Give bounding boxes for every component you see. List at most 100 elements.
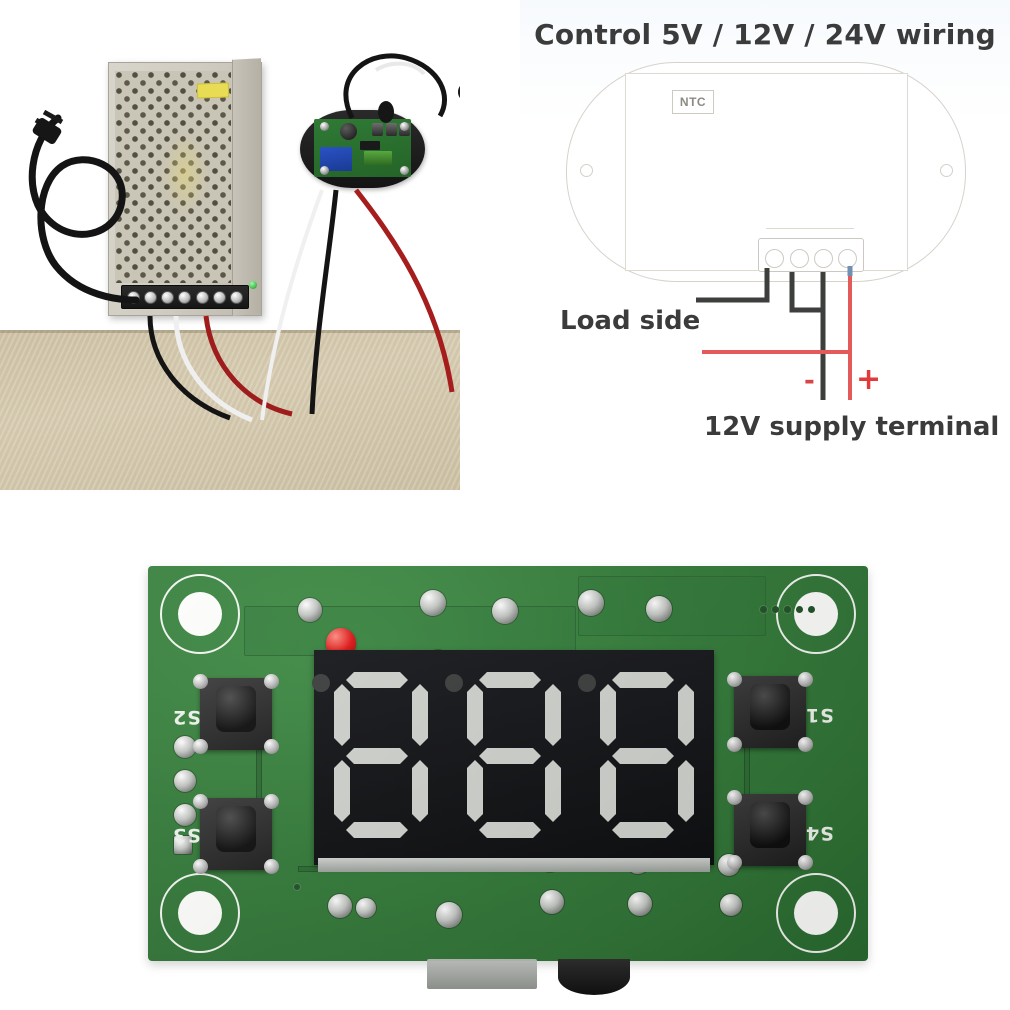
button-s4[interactable] (727, 790, 813, 870)
button-label-s3: S3 (172, 824, 201, 846)
wiring-lines (696, 266, 853, 400)
via (772, 606, 779, 613)
positive-sign-label: + (856, 362, 882, 397)
segment-d (612, 822, 674, 838)
capacitor (386, 123, 397, 136)
switch-leg (727, 737, 742, 752)
terminal-hole-1 (765, 249, 784, 268)
power-supply-highlight (162, 133, 209, 214)
trace-bottom (298, 866, 598, 872)
decimal-point (445, 674, 463, 692)
ntc-connector-box: NTC (672, 90, 714, 114)
mounting-hole-bottom-left (160, 873, 240, 953)
seven-segment-display (312, 650, 714, 865)
solder-pad (298, 598, 322, 622)
switch-leg (193, 794, 208, 809)
switch-leg (193, 739, 208, 754)
via (760, 606, 767, 613)
digit-1 (312, 664, 436, 844)
buzzer (340, 123, 357, 140)
switch-leg (193, 859, 208, 874)
segment-f (467, 684, 483, 746)
segment-a (479, 672, 541, 688)
mounting-hole-left (580, 164, 593, 177)
terminal-block-diagram (758, 228, 864, 272)
power-supply-terminal-block (121, 285, 249, 309)
terminal-screw (195, 290, 209, 304)
mounting-hole-bottom-right (776, 873, 856, 953)
wiring-diagram-panel: Control 5V / 12V / 24V wiring NTC (520, 0, 1010, 490)
switch-leg (798, 672, 813, 687)
button-label-s2: S2 (172, 706, 201, 728)
segment-f (334, 684, 350, 746)
bottom-round-component (558, 959, 630, 995)
solder-pad-bottom (436, 902, 462, 928)
solder-pad-left (174, 736, 196, 758)
segment-g (346, 748, 408, 764)
solder-pad-bottom (328, 894, 352, 918)
solder-pad-bottom (718, 854, 740, 876)
pcb-photo-panel: S2 S3 S1 S4 (0, 492, 1010, 1010)
display-digits (312, 664, 702, 844)
copper-pour-top (244, 606, 576, 656)
supply-terminal-label: 12V supply terminal (704, 412, 1000, 442)
mounting-hole-right (940, 164, 953, 177)
power-supply-sticker (196, 82, 230, 99)
solder-pad (578, 590, 604, 616)
segment-e (600, 760, 616, 822)
decimal-point (578, 674, 596, 692)
button-s3[interactable] (193, 794, 279, 874)
mounting-hole-top-right (776, 574, 856, 654)
button-s2[interactable] (193, 674, 279, 754)
segment-a (346, 672, 408, 688)
segment-g (479, 748, 541, 764)
switch-leg (798, 737, 813, 752)
switch-leg (264, 674, 279, 689)
ntc-label: NTC (679, 95, 707, 109)
via (784, 606, 791, 613)
decimal-point (312, 674, 330, 692)
module-screw (320, 166, 329, 175)
segment-b (545, 684, 561, 746)
terminal-screw (161, 290, 175, 304)
mounting-hole-top-left (160, 574, 240, 654)
digit-2 (445, 664, 569, 844)
thermostat-pcb-board: S2 S3 S1 S4 (148, 566, 868, 995)
switch-leg (798, 855, 813, 870)
screw-terminal-block (364, 151, 392, 165)
switching-power-supply (108, 58, 262, 316)
segment-e (334, 760, 350, 822)
segment-c (412, 760, 428, 822)
terminal-screw (229, 290, 243, 304)
power-supply-side-panel (232, 58, 261, 316)
via (294, 884, 300, 890)
via (252, 862, 258, 868)
segment-c (545, 760, 561, 822)
module-screw (400, 166, 409, 175)
solder-pad (492, 598, 518, 624)
switch-leg (193, 674, 208, 689)
square-pad-left (174, 836, 192, 854)
switch-leg (264, 794, 279, 809)
load-side-label: Load side (560, 306, 701, 336)
terminal-hole-3 (814, 249, 833, 268)
desk-surface (0, 330, 460, 490)
segment-b (412, 684, 428, 746)
segment-b (678, 684, 694, 746)
segment-d (346, 822, 408, 838)
terminal-screw (144, 290, 158, 304)
button-s1[interactable] (727, 672, 813, 752)
terminal-block-top (766, 228, 854, 241)
solder-pad-left (174, 770, 196, 792)
switch-leg (727, 790, 742, 805)
switch-leg (798, 790, 813, 805)
desk-edge-line (0, 330, 460, 333)
module-screw (400, 122, 409, 131)
solder-pad (426, 650, 450, 674)
ic-chip (360, 141, 380, 150)
solder-pad (646, 596, 672, 622)
segment-d (479, 822, 541, 838)
solder-pad (420, 590, 446, 616)
terminal-screw (178, 290, 192, 304)
